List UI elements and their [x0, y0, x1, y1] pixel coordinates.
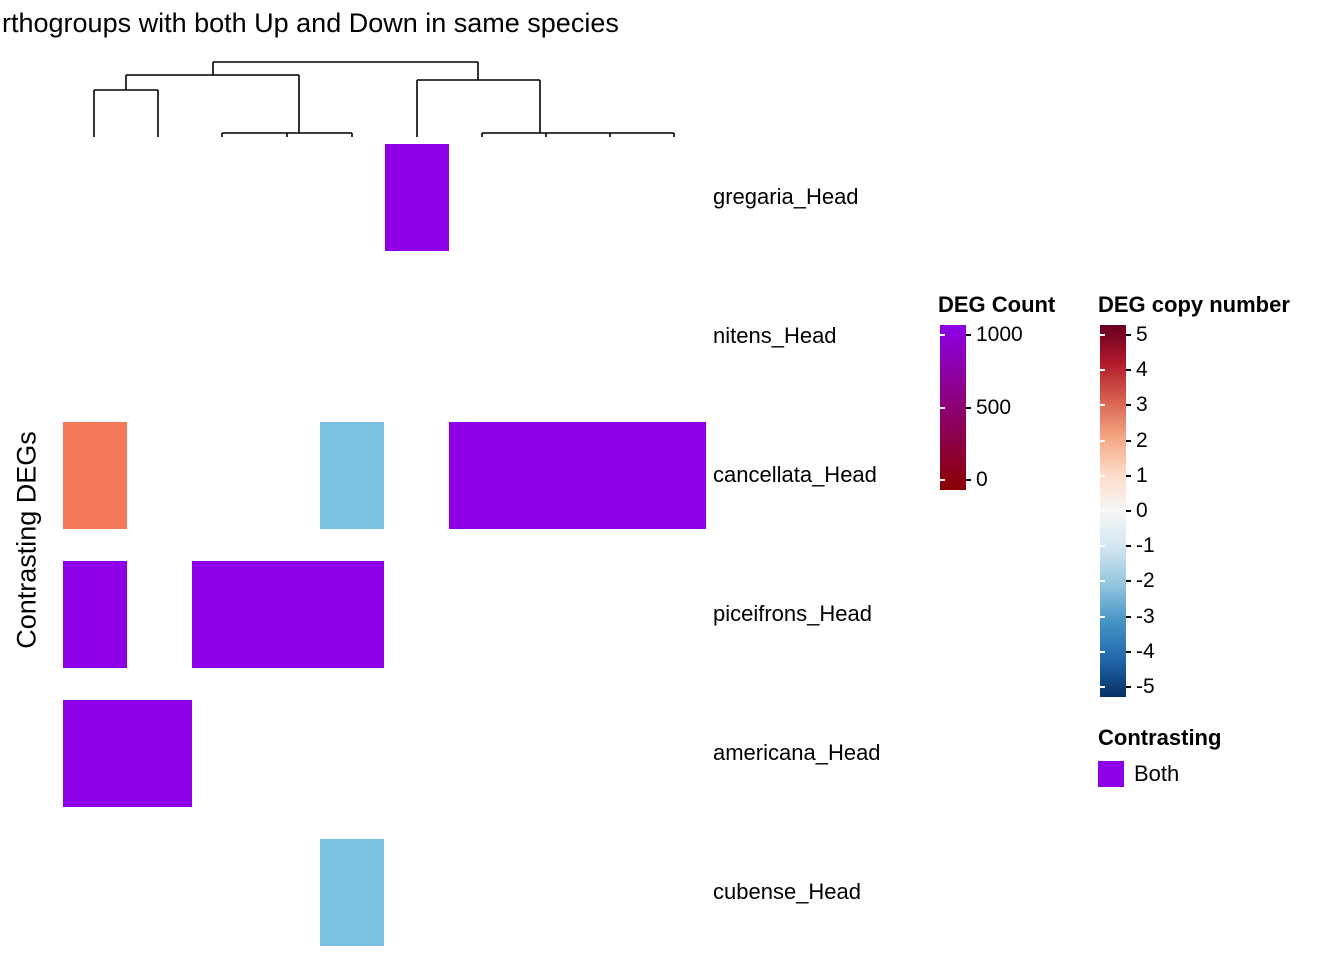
legend-tick-label: -4: [1136, 639, 1155, 663]
legend-tick-label: -3: [1136, 604, 1155, 628]
legend-tick: [1126, 334, 1131, 336]
legend-tick: [1100, 334, 1105, 336]
legend-tick: [1100, 686, 1105, 688]
legend-tick: [1126, 580, 1131, 583]
row-label: nitens_Head: [713, 323, 837, 348]
legend-tick: [1126, 545, 1131, 548]
legend-tick-label: -5: [1136, 675, 1155, 698]
legend-tick-label: 3: [1136, 393, 1148, 417]
legend-tick: [966, 479, 971, 481]
legend-title-deg-copy-number: DEG copy number: [1098, 292, 1290, 317]
legend-tick: [1100, 404, 1105, 407]
legend-tick: [966, 334, 971, 336]
legend-tick: [1126, 510, 1131, 512]
legend-tick: [1100, 580, 1105, 583]
heatmap-cell: [63, 560, 128, 668]
legend-tick: [1100, 615, 1105, 618]
heatmap-cell: [63, 421, 128, 529]
heatmap-cell: [320, 838, 385, 946]
legend-tick: [1126, 369, 1131, 372]
legend-tick: [1126, 650, 1131, 653]
row-label: cubense_Head: [713, 879, 862, 904]
legend-title-deg-count: DEG Count: [938, 292, 1056, 317]
legend-tick: [1126, 686, 1131, 688]
row-label: americana_Head: [713, 740, 881, 765]
legend-tick: [1100, 650, 1105, 653]
legend-tick-label: 0: [976, 468, 988, 491]
legend-tick: [1126, 439, 1131, 442]
legend-tick-label: -1: [1136, 534, 1155, 558]
legend-tick-label: 500: [976, 395, 1012, 419]
legend-tick: [1100, 439, 1105, 442]
legend-deg-count: DEG Count 1000 500 0: [938, 292, 1098, 512]
legend-tick: [940, 334, 945, 336]
row-label: cancellata_Head: [713, 462, 877, 487]
legend-tick-label: 5: [1136, 323, 1148, 346]
legend-tick-label: 0: [1136, 499, 1148, 522]
legend-title-contrasting: Contrasting: [1098, 725, 1222, 750]
legend-tick-label: 1: [1136, 463, 1148, 487]
plot-title: rthogroups with both Up and Down in same…: [2, 8, 619, 38]
legend-tick-label: -2: [1136, 569, 1155, 593]
legend-tick-label: 1000: [976, 323, 1023, 346]
legend-tick: [940, 479, 945, 481]
legend-tick: [1100, 369, 1105, 372]
legend-tick: [966, 406, 971, 409]
legend-tick: [1100, 510, 1105, 512]
legend-tick-label: 4: [1136, 358, 1148, 382]
legend-deg-copy-number: DEG copy number 5 4 3 2 1 0 -1 -2 -3 -4 -5: [1098, 292, 1344, 722]
legend-contrasting: Contrasting Both: [1098, 725, 1344, 805]
heatmap-cell: [320, 421, 385, 529]
legend-tick: [940, 406, 945, 409]
heatmap-cell: [384, 143, 449, 251]
legend-tick: [1126, 615, 1131, 618]
heatmap-cell: [63, 699, 192, 807]
legend-tick: [1100, 474, 1105, 477]
legend-tick: [1126, 474, 1131, 477]
heatmap-cell: [191, 560, 385, 668]
legend-tick: [1126, 404, 1131, 407]
legend-tick-label: 2: [1136, 428, 1148, 452]
row-label: gregaria_Head: [713, 184, 859, 209]
column-dendrogram: [93, 61, 675, 137]
contrasting-both-swatch: [1098, 761, 1124, 787]
legend-tick: [1100, 545, 1105, 548]
contrasting-both-label: Both: [1134, 761, 1180, 786]
row-label: piceifrons_Head: [713, 601, 872, 626]
heatmap-cell: [448, 421, 706, 529]
